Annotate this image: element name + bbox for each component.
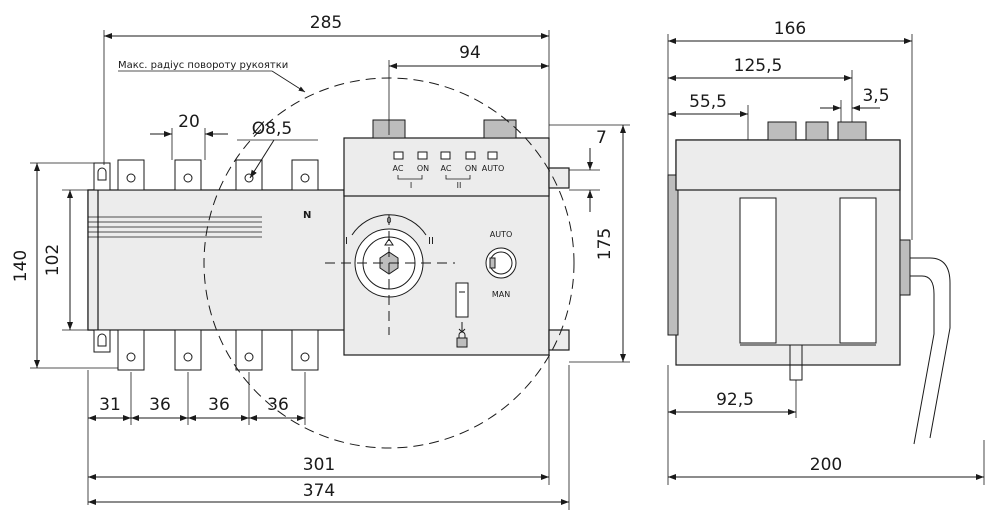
handle-dial: 0 I II — [325, 214, 455, 335]
neutral-label: N — [303, 210, 311, 221]
dim-285: 285 — [310, 13, 342, 33]
dim-36-c: 36 — [267, 395, 289, 415]
position-2-label: II — [428, 236, 434, 247]
indicator-lamps: AC ON AC ON AUTO I II — [393, 151, 505, 190]
lamp-label-on-2: ON — [465, 164, 477, 173]
dim-175: 175 — [595, 228, 615, 260]
indicator-panel — [343, 137, 550, 197]
side-connector-left — [767, 121, 797, 141]
dim-102: 102 — [43, 244, 63, 276]
dim-55-5: 55,5 — [689, 92, 727, 112]
connector-right — [483, 119, 517, 139]
dim-hole-8-5: Ø8,5 — [252, 119, 292, 139]
front-view: AC ON AC ON AUTO I II 0 I II — [11, 13, 630, 510]
rotation-note: Макс. радіус повороту рукоятки — [118, 59, 288, 71]
dim-7: 7 — [596, 128, 607, 148]
dim-3-5: 3,5 — [862, 86, 889, 106]
lamp-label-ac-1: AC — [393, 164, 404, 173]
dim-200: 200 — [810, 455, 842, 475]
mode-auto-label: AUTO — [490, 230, 513, 239]
switch-body — [87, 189, 349, 331]
mode-man-label: MAN — [492, 290, 510, 299]
dim-374: 374 — [303, 481, 335, 501]
padlock-icon — [456, 337, 468, 348]
position-0-label: 0 — [386, 216, 391, 225]
dim-36-b: 36 — [208, 395, 230, 415]
dim-31: 31 — [99, 395, 121, 415]
dim-125-5: 125,5 — [734, 56, 783, 76]
side-view: 166 125,5 55,5 3,5 92,5 200 — [667, 19, 985, 485]
mode-selector: AUTO MAN — [485, 230, 517, 299]
dim-20: 20 — [178, 112, 200, 132]
lamp-label-on-1: ON — [417, 164, 429, 173]
side-connector-right — [837, 121, 867, 141]
group-label-1: I — [410, 181, 412, 190]
side-clamp-right — [839, 197, 877, 344]
lamp-label-ac-2: AC — [441, 164, 452, 173]
dim-36-a: 36 — [149, 395, 171, 415]
dim-166: 166 — [774, 19, 806, 39]
position-1-label: I — [345, 236, 348, 247]
padlock-slot — [455, 282, 469, 318]
bottom-terminals — [93, 329, 319, 371]
dim-140: 140 — [11, 250, 31, 282]
top-terminals — [93, 159, 319, 191]
dim-94: 94 — [459, 43, 481, 63]
side-clamp-left — [739, 197, 777, 344]
dim-92-5: 92,5 — [716, 390, 754, 410]
group-label-2: II — [457, 181, 462, 190]
dim-301: 301 — [303, 455, 335, 475]
lamp-label-auto: AUTO — [482, 164, 505, 173]
